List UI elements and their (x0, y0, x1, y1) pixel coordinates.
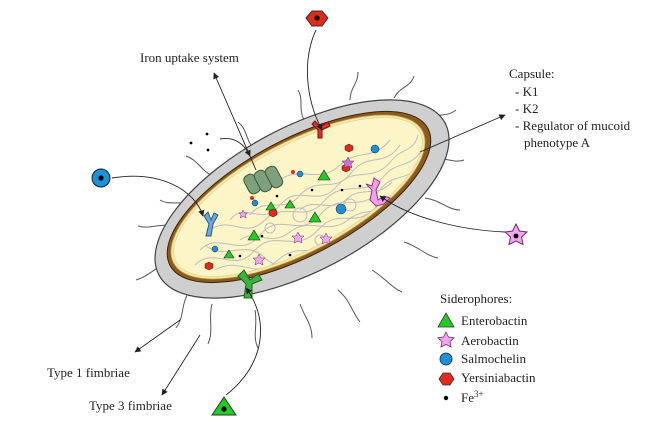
aerobactin-icon (291, 231, 305, 244)
receptor-green (237, 269, 263, 299)
legend: Siderophores: Enterobactin Aerobactin Sa… (437, 291, 536, 405)
green-triangle-icon (437, 312, 455, 328)
yersiniabactin-icon (344, 143, 354, 153)
yersiniabactin-icon (291, 170, 295, 174)
capsule-item-k2: - K2 (515, 101, 538, 116)
capsule-item-rmpa: - Regulator of mucoid (515, 118, 631, 133)
fe-ion-icon (310, 188, 314, 192)
legend-label-salmochelin: Salmochelin (461, 351, 526, 366)
transporter (243, 165, 284, 195)
enterobactin-icon (317, 169, 331, 181)
external-siderophores (91, 10, 529, 416)
arrows (111, 29, 506, 396)
fe-ion-icon (260, 234, 264, 238)
pink-star-icon (437, 331, 455, 348)
type3-fimbriae-label: Type 3 fimbriae (89, 398, 172, 413)
black-dot-icon (443, 395, 449, 401)
fe-ion-icon (189, 141, 193, 145)
salmochelin-icon (211, 245, 219, 253)
aerobactin-icon (252, 253, 266, 266)
receptor-blue (203, 211, 219, 237)
fe-ion-icon (358, 184, 362, 188)
legend-title: Siderophores: (440, 291, 512, 306)
fe-superscript: 3+ (474, 389, 484, 399)
fe-ion-icon (238, 254, 242, 258)
salmochelin-icon (335, 203, 347, 215)
fe-ion-icon (206, 148, 210, 152)
fe-label: Fe (461, 390, 474, 405)
legend-label-aerobactin: Aerobactin (461, 333, 519, 348)
fe-ion-icon (340, 188, 344, 192)
aerobactin-icon (238, 209, 249, 219)
legend-label-fe: Fe3+ (461, 389, 484, 405)
iron-uptake-label: Iron uptake system (140, 50, 239, 65)
type1-fimbriae-label: Type 1 fimbriae (47, 365, 130, 380)
fe-ion-icon (205, 132, 209, 136)
yersiniabactin-icon (204, 261, 214, 271)
enterobactin-icon (308, 211, 322, 223)
capsule-item-rmpa-cont: phenotype A (524, 135, 591, 150)
fe-ion-icon (288, 253, 292, 257)
yersiniabactin-icon (268, 208, 278, 218)
fe-ion-icon (275, 194, 279, 198)
enterobactin-icon (211, 396, 237, 416)
red-hexagon-icon (438, 372, 455, 386)
aerobactin-icon (341, 156, 355, 169)
enterobactin-icon (284, 199, 296, 209)
blue-circle-icon (439, 352, 453, 366)
salmochelin-icon (296, 170, 304, 178)
enterobactin-icon (223, 249, 235, 259)
legend-label-enterobactin: Enterobactin (461, 313, 528, 328)
enterobactin-icon (247, 229, 261, 241)
aerobactin-icon (319, 232, 333, 245)
internal-siderophores (204, 143, 380, 271)
salmochelin-icon (370, 144, 380, 154)
legend-label-yersiniabactin: Yersiniabactin (461, 370, 536, 385)
yersiniabactin-icon (250, 196, 254, 200)
capsule-item-k1: - K1 (515, 84, 538, 99)
salmochelin-icon (251, 199, 259, 207)
capsule-title: Capsule: (509, 66, 555, 81)
